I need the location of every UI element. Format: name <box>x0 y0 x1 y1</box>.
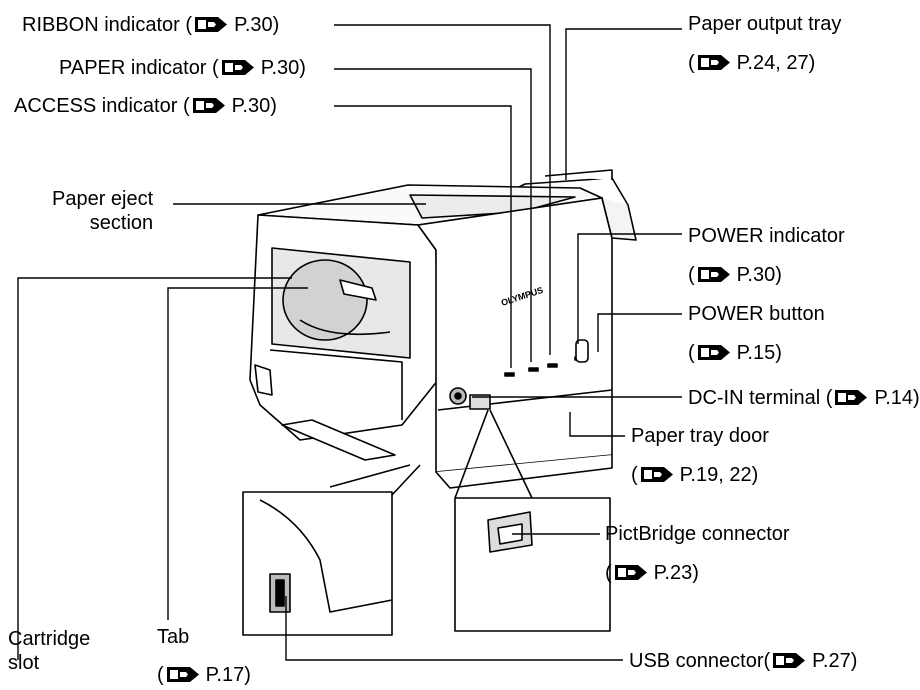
page-reference-icon <box>614 563 648 580</box>
printer-front <box>417 197 613 473</box>
usb-inset <box>242 491 393 636</box>
paper-eject-section-label: Paper eject section <box>52 188 154 234</box>
callout-lines <box>17 24 682 661</box>
page-reference-icon <box>697 53 731 70</box>
usb-connector-label: USB connector(P.27) <box>629 650 858 672</box>
power-button-drawing <box>575 339 589 363</box>
cartridge-slot-label: Cartridge slot <box>8 628 91 674</box>
page-reference-icon <box>772 651 806 668</box>
paper-tray-door-label: Paper tray door (P.19, 22) <box>631 425 769 486</box>
pictbridge-port-drawing <box>469 394 491 410</box>
page-reference-icon <box>194 15 228 32</box>
access-indicator-label: ACCESS indicator (P.30) <box>14 95 277 117</box>
paper-indicator-label: PAPER indicator (P.30) <box>59 57 306 79</box>
page-reference-icon <box>192 96 226 113</box>
pictbridge-connector-label: PictBridge connector (P.23) <box>605 523 790 584</box>
page-reference-icon <box>697 343 731 360</box>
power-button-label: POWER button (P.15) <box>688 303 825 364</box>
dc-in-terminal-label: DC-IN terminal (P.14) <box>688 387 920 409</box>
tab-label: Tab (P.17) <box>157 626 251 686</box>
page-reference-icon <box>834 388 868 405</box>
ribbon-indicator-label: RIBBON indicator (P.30) <box>22 14 280 36</box>
paper-output-tray-label: Paper output tray (P.24, 27) <box>688 13 842 74</box>
page-reference-icon <box>221 58 255 75</box>
pictbridge-inset <box>454 497 611 632</box>
page-reference-icon <box>697 265 731 282</box>
page-reference-icon <box>166 665 200 682</box>
power-indicator-label: POWER indicator (P.30) <box>688 225 845 286</box>
page-reference-icon <box>640 465 674 482</box>
